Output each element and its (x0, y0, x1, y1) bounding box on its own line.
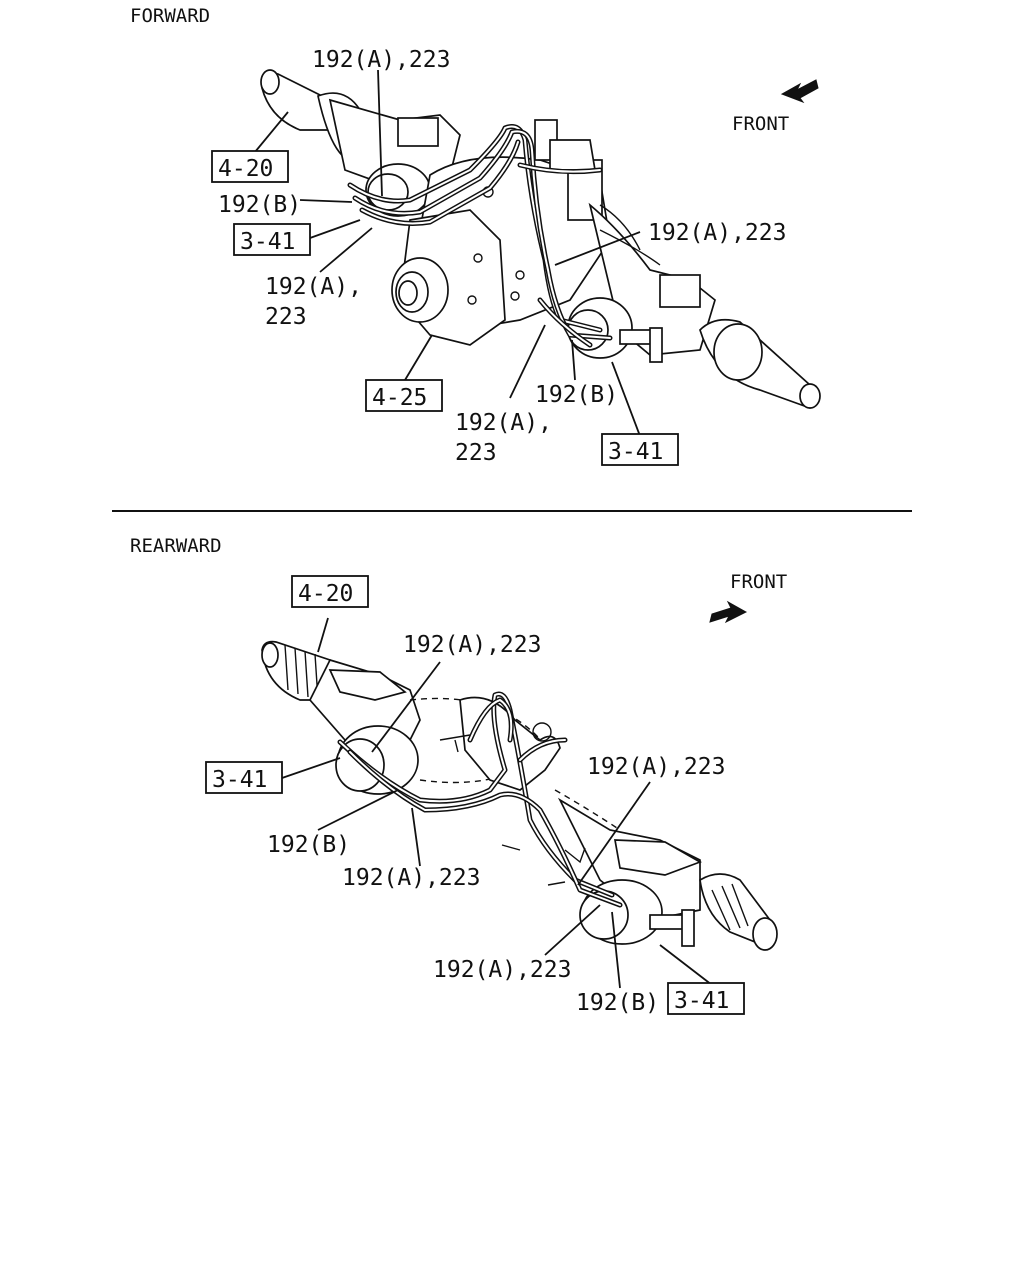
forward-section-title: FORWARD (130, 5, 210, 27)
rearward-label-192a-right: 192(A),223 (587, 754, 725, 780)
arrow-right-up-icon (709, 600, 748, 624)
rearward-ref-drum-left-text: 3-41 (212, 767, 267, 793)
forward-axle-drawing (260, 69, 821, 409)
rearward-ref-drum-right[interactable]: 3-41 (667, 982, 745, 1015)
forward-leaders (254, 69, 641, 437)
rearward-front-label: FRONT (730, 571, 787, 593)
forward-ref-drum-right[interactable]: 3-41 (601, 433, 679, 466)
forward-label-192a-left-line1: 192(A), (265, 274, 362, 300)
forward-label-192a-bottom-line1: 192(A), (455, 410, 552, 436)
forward-label-192b-left: 192(B) (218, 192, 301, 218)
rearward-label-192b-left: 192(B) (267, 832, 350, 858)
forward-ref-drum-left-text: 3-41 (240, 229, 295, 255)
forward-label-192b-bottom: 192(B) (535, 382, 618, 408)
rearward-section-title: REARWARD (130, 535, 222, 557)
rearward-label-192a-top: 192(A),223 (403, 632, 541, 658)
forward-ref-axle-left-text: 4-20 (218, 156, 273, 182)
forward-ref-diff-text: 4-25 (372, 385, 427, 411)
forward-section: FORWARD FRONT (130, 5, 821, 466)
rearward-label-192a-bottom: 192(A),223 (433, 957, 571, 983)
rearward-axle-drawing (261, 640, 778, 951)
forward-label-192a-bottom-line2: 223 (455, 440, 497, 466)
forward-ref-drum-right-text: 3-41 (608, 439, 663, 465)
forward-label-192a-left-line2: 223 (265, 304, 307, 330)
rearward-ref-drum-right-text: 3-41 (674, 988, 729, 1014)
forward-ref-axle-left[interactable]: 4-20 (211, 150, 289, 183)
forward-label-192a-right: 192(A),223 (648, 220, 786, 246)
rearward-ref-axle-left[interactable]: 4-20 (291, 575, 369, 608)
rearward-label-192b-bottom: 192(B) (576, 990, 659, 1016)
forward-labels: 192(A),223 192(B) 192(A), 223 192(A),223… (218, 47, 786, 466)
rearward-section: REARWARD FRONT (130, 535, 787, 1016)
forward-ref-drum-left[interactable]: 3-41 (233, 223, 311, 256)
forward-front-label: FRONT (732, 113, 789, 135)
arrow-left-down-icon (780, 79, 819, 104)
rearward-leaders (281, 617, 713, 989)
rearward-ref-drum-left[interactable]: 3-41 (205, 761, 283, 794)
front-direction-rearward: FRONT (709, 571, 787, 624)
rearward-ref-axle-left-text: 4-20 (298, 581, 353, 607)
rearward-hoses (337, 691, 623, 908)
front-direction-forward: FRONT (732, 79, 819, 135)
rearward-label-192a-left: 192(A),223 (342, 865, 480, 891)
forward-label-192a-top: 192(A),223 (312, 47, 450, 73)
rearward-labels: 192(A),223 192(B) 192(A),223 192(A),223 … (267, 632, 725, 1016)
forward-ref-diff[interactable]: 4-25 (365, 379, 443, 412)
forward-hoses (347, 124, 613, 348)
